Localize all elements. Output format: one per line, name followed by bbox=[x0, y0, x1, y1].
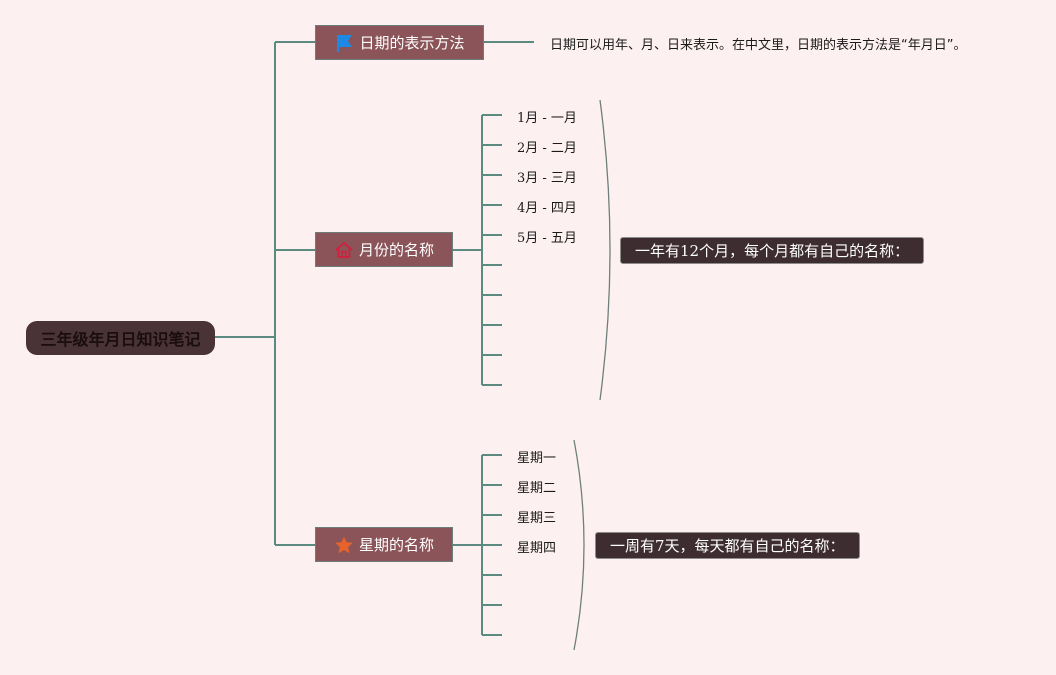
months-summary[interactable]: 一年有12个月，每个月都有自己的名称： bbox=[620, 237, 925, 264]
month-item[interactable]: 4月 - 四月 bbox=[517, 201, 577, 216]
month-item[interactable]: 1月 - 一月 bbox=[517, 111, 577, 126]
weekday-item[interactable]: 星期一 bbox=[517, 451, 557, 466]
weeks-summary-brace bbox=[573, 439, 585, 651]
branch-date-format[interactable]: 日期的表示方法 bbox=[315, 25, 484, 60]
date-format-description: 日期可以用年、月、日来表示。在中文里，日期的表示方法是“年月日”。 bbox=[550, 38, 967, 53]
branch-title: 日期的表示方法 bbox=[359, 34, 465, 52]
star-icon bbox=[335, 536, 353, 553]
month-item[interactable]: 5月 - 五月 bbox=[517, 231, 577, 246]
summary-text: 一年有12个月，每个月都有自己的名称： bbox=[635, 242, 910, 260]
root-title: 三年级年月日知识笔记 bbox=[40, 330, 201, 349]
branch-weekday-names[interactable]: 星期的名称 bbox=[315, 527, 453, 562]
month-item[interactable]: 2月 - 二月 bbox=[517, 141, 577, 156]
month-item[interactable]: 3月 - 三月 bbox=[517, 171, 577, 186]
branch-title: 星期的名称 bbox=[358, 536, 434, 554]
weekday-item[interactable]: 星期四 bbox=[517, 541, 557, 556]
weekdays-summary[interactable]: 一周有7天，每天都有自己的名称： bbox=[595, 532, 860, 559]
root-topic[interactable]: 三年级年月日知识笔记 bbox=[26, 321, 215, 355]
summary-text: 一周有7天，每天都有自己的名称： bbox=[610, 537, 845, 555]
branch-title: 月份的名称 bbox=[358, 241, 434, 259]
flag-icon bbox=[337, 34, 353, 52]
branch-month-names[interactable]: 月份的名称 bbox=[315, 232, 453, 267]
months-summary-brace bbox=[599, 99, 611, 401]
weekday-item[interactable]: 星期二 bbox=[517, 481, 557, 496]
weekday-item[interactable]: 星期三 bbox=[517, 511, 557, 526]
home-icon bbox=[335, 241, 353, 258]
